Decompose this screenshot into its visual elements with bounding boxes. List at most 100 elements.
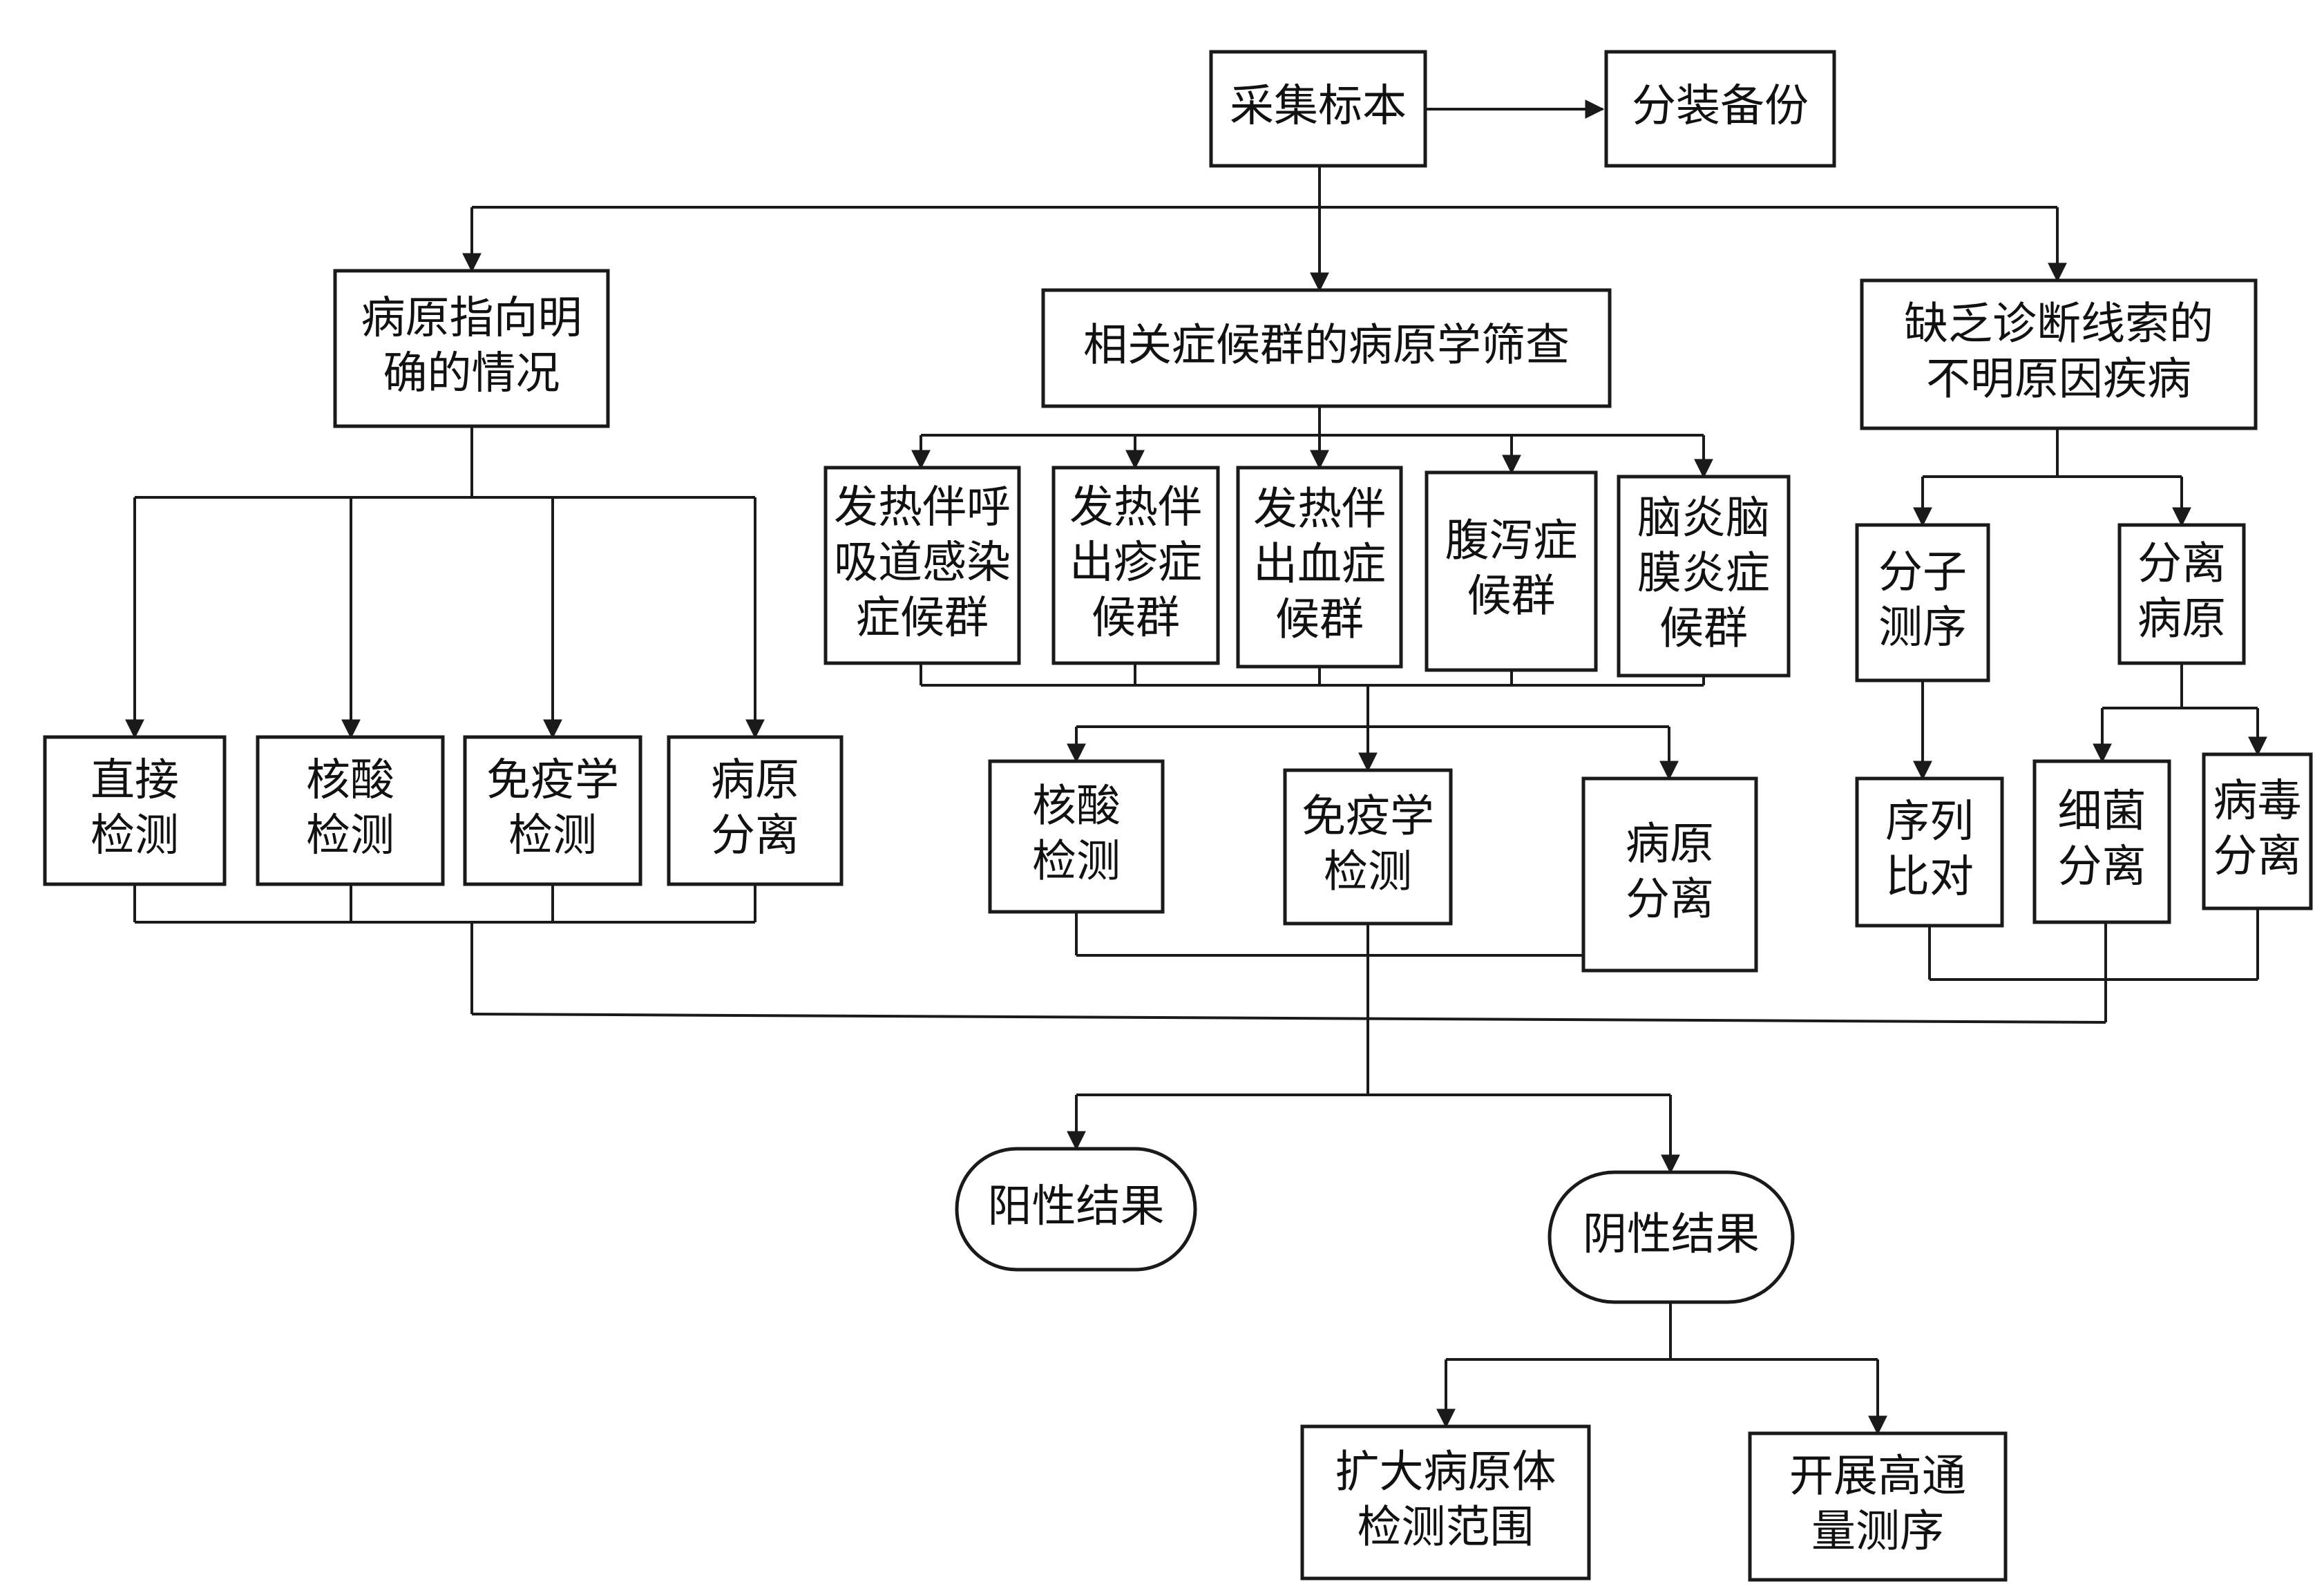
node-label: 分离: [1626, 875, 1714, 926]
node-label: 核酸: [306, 755, 394, 806]
node-screen: 相关症候群的病原学筛查: [1041, 288, 1612, 408]
node-box: [43, 735, 227, 886]
node-label: 核酸: [1032, 781, 1121, 832]
node-label: 细菌: [2058, 786, 2146, 837]
edge-right-collect: [1928, 908, 2259, 1022]
node-box: [1855, 776, 2004, 928]
node-box: [667, 735, 844, 886]
node-box: [1581, 776, 1758, 973]
node-box: [256, 735, 445, 886]
node-box: [1855, 523, 1990, 682]
node-label: 病原指向明: [361, 293, 582, 344]
edge-syndrome-collect: [920, 663, 1705, 687]
node-box: [1051, 466, 1220, 665]
node-label: 阴性结果: [1583, 1210, 1760, 1261]
node-box: [333, 269, 610, 428]
node-box: [1425, 470, 1598, 672]
edge-middle-collect: [1075, 912, 1670, 1014]
node-box: [1041, 288, 1612, 408]
node-box: [1300, 1424, 1591, 1580]
node-box: [1604, 50, 1836, 168]
node-box: [1283, 768, 1453, 926]
node-label: 腹泻症: [1445, 516, 1578, 567]
node-box: [1209, 50, 1427, 168]
node-label: 分子: [1878, 547, 1967, 598]
node-label: 膜炎症: [1637, 548, 1770, 600]
node-label: 分离: [2137, 539, 2226, 590]
edge-results-trunk: [1076, 1014, 1670, 1096]
node-label: 检测范围: [1358, 1502, 1534, 1554]
node-label: 发热伴呼: [834, 482, 1011, 533]
node-label: 比对: [1885, 852, 1974, 903]
node-label: 症候群: [856, 593, 989, 644]
node-label: 检测: [306, 810, 394, 861]
node-label: 病毒: [2213, 776, 2302, 827]
node-label: 分离: [711, 810, 799, 861]
node-label: 确的情况: [383, 348, 560, 399]
node-label: 发热伴: [1069, 482, 1202, 533]
node-label: 免疫学: [1302, 792, 1434, 843]
node-box: [1236, 466, 1403, 669]
node-box: [2202, 752, 2313, 910]
node-label: 病原: [2137, 594, 2226, 645]
node-label: 发热伴: [1253, 484, 1386, 535]
edge-left-collect: [133, 884, 756, 1014]
node-label: 候群: [1275, 595, 1364, 646]
node-box: [2117, 523, 2246, 665]
node-label: 候群: [1467, 571, 1556, 622]
node-label: 采集标本: [1230, 81, 1407, 132]
node-label: 缺乏诊断线索的: [1904, 299, 2213, 350]
node-label: 开展高通: [1789, 1451, 1966, 1502]
node-label: 检测: [91, 810, 179, 861]
node-backup: 分装备份: [1604, 50, 1836, 168]
node-label: 病原: [1626, 819, 1714, 870]
node-box: [988, 759, 1165, 914]
node-label: 阳性结果: [988, 1181, 1165, 1232]
node-label: 分离: [2058, 841, 2146, 892]
node-label: 出疹症: [1069, 537, 1202, 589]
node-label: 直接: [91, 755, 179, 806]
node-box: [1860, 278, 2258, 430]
node-label: 吸道感染: [834, 537, 1011, 589]
edge-screen-bus: [921, 406, 1704, 437]
node-label: 测序: [1878, 602, 1967, 653]
edge-isolate-path-bus: [2102, 663, 2258, 709]
node-box: [463, 735, 642, 886]
node-box: [1617, 475, 1791, 678]
node-label: 候群: [1092, 593, 1180, 644]
edge-merge-line: [471, 1013, 2106, 1025]
node-positive: 阳性结果: [955, 1147, 1197, 1272]
node-label: 分装备份: [1632, 81, 1809, 132]
node-box: [955, 1147, 1197, 1272]
node-label: 扩大病原体: [1335, 1447, 1556, 1498]
node-label: 检测: [1324, 847, 1412, 898]
node-box: [2032, 759, 2171, 924]
edge-negative-bus: [1446, 1302, 1878, 1361]
node-label: 检测: [508, 810, 597, 861]
node-negative: 阴性结果: [1547, 1170, 1795, 1304]
node-label: 分离: [2213, 831, 2302, 882]
